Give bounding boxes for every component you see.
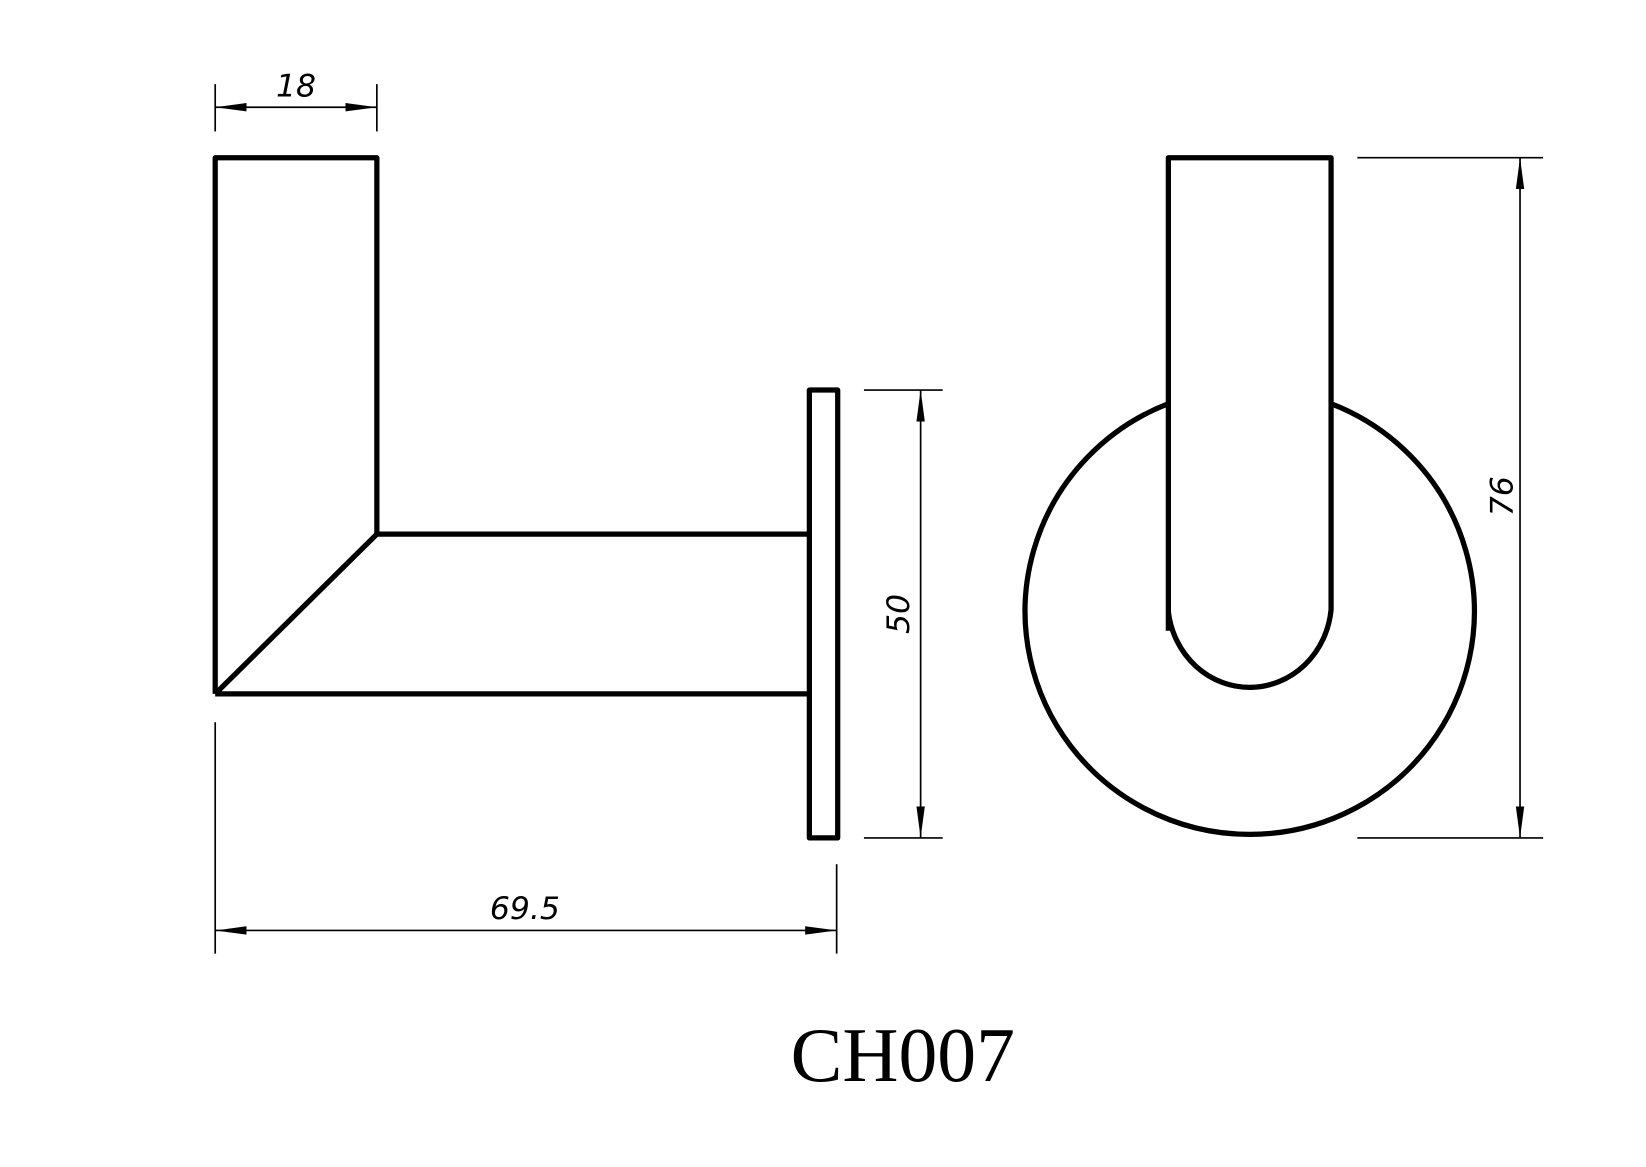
dimension-plate-height: 50: [863, 389, 943, 839]
hook-stem: [1165, 155, 1334, 690]
dimension-projection: 69.5: [214, 722, 838, 954]
dimension-label: 76: [1485, 476, 1521, 516]
front-view: [1022, 155, 1477, 837]
dimension-top-width: 18: [214, 69, 378, 132]
dimension-label: 18: [276, 69, 316, 105]
model-code: CH007: [791, 1012, 1015, 1098]
rosette: [1022, 401, 1477, 837]
hook-upright: [212, 155, 380, 694]
dimension-label: 69.5: [490, 891, 560, 927]
hook-arm: [213, 531, 809, 697]
dimension-label: 50: [881, 594, 917, 634]
side-view: [212, 155, 841, 841]
dimension-overall-height: 76: [1357, 156, 1544, 839]
wall-plate: [806, 387, 841, 841]
